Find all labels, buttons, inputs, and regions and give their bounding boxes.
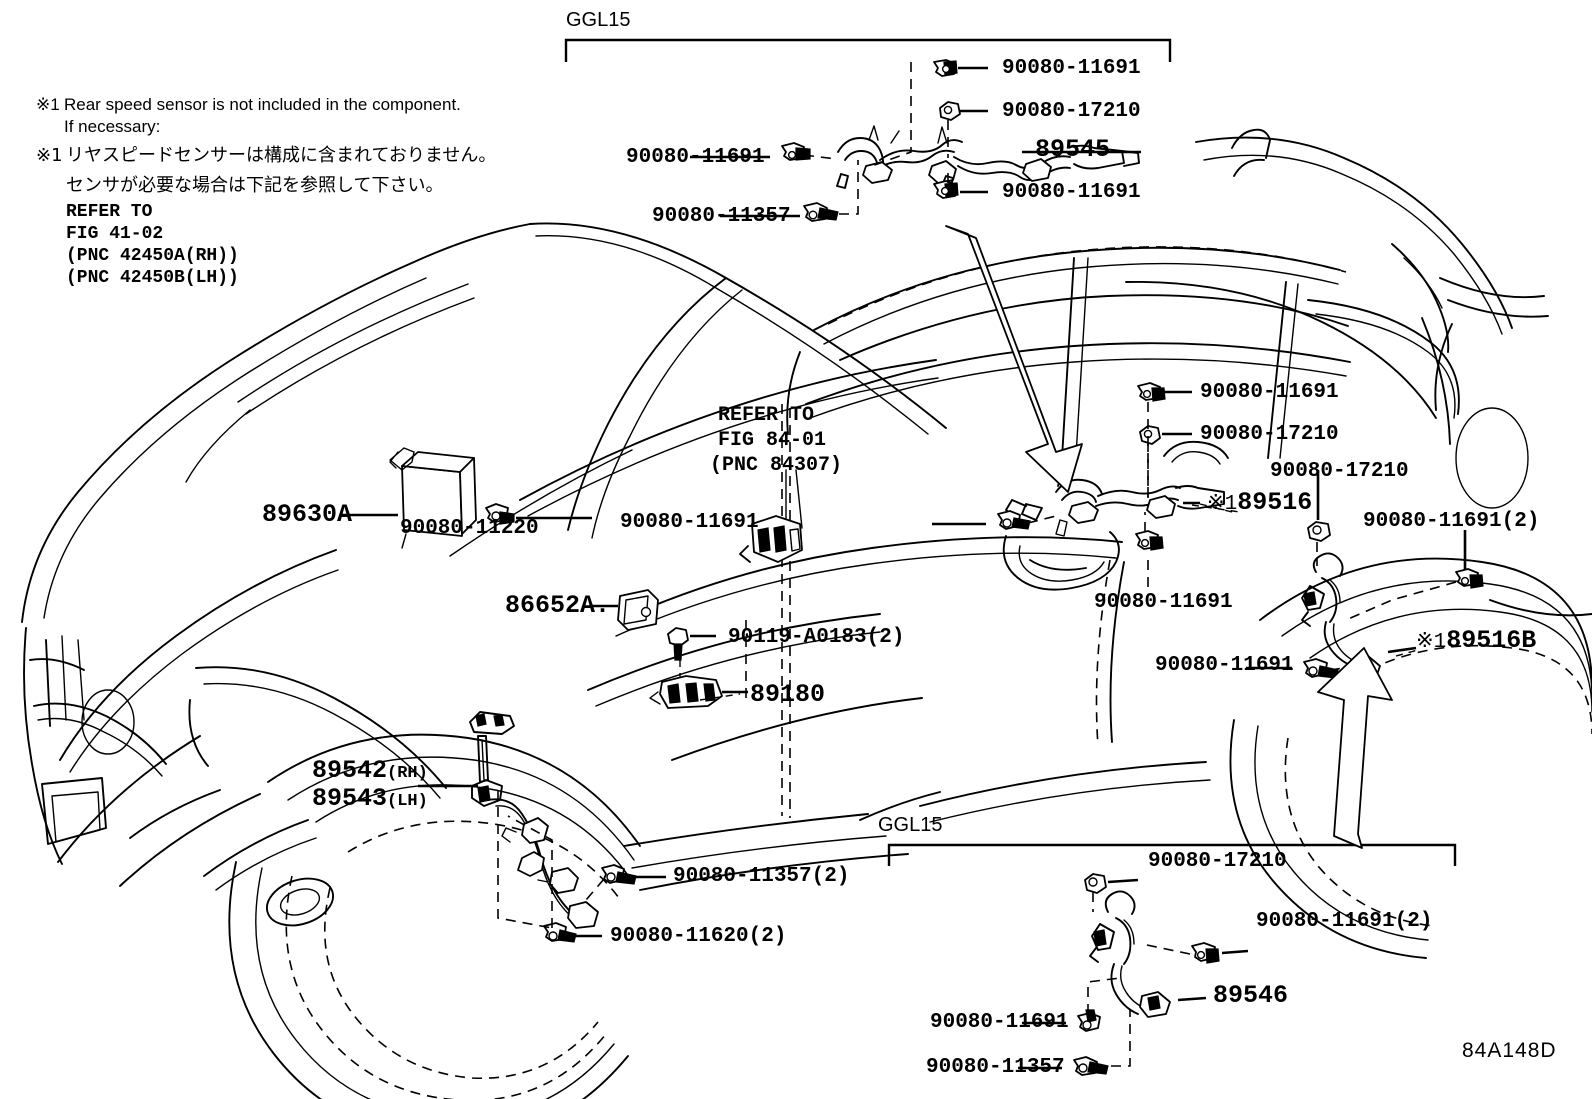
part-89543-lh-suffix: (LH) (387, 792, 428, 811)
fastener-mid-11691-left (997, 510, 1031, 530)
part-90119-a0183: 90119-A0183(2) (728, 626, 905, 649)
fastener-90119-a0183 (667, 627, 689, 661)
diagram-code: 84A148D (1462, 1039, 1557, 1062)
part-89180: 89180 (750, 680, 826, 709)
fastener-top-17210 (939, 101, 961, 121)
fastener-top-11691-a (933, 59, 958, 77)
part-90080-11691-mid3: 90080-11691 (1155, 654, 1294, 677)
part-90080-11691-mid1: 90080-11691 (1200, 381, 1339, 404)
fastener-mid-11691-a (1137, 382, 1166, 402)
part-90080-11357-2: 90080-11357(2) (673, 865, 850, 888)
part-86652a: 86652A. (505, 591, 611, 620)
part-89542-rh-suffix: (RH) (387, 764, 428, 783)
fastener-90080-11220 (485, 503, 515, 525)
part-90080-11620-2: 90080-11620(2) (610, 925, 787, 948)
fastener-top-11691-left (781, 142, 811, 161)
fastener-90080-11357-2 (601, 864, 637, 885)
part-89516-row: ※189516 (1207, 488, 1313, 517)
note-refer-line1: REFER TO (66, 202, 153, 222)
fastener-mid-11691-b (1135, 530, 1164, 551)
fastener-90080-11620-2 (543, 922, 577, 943)
fastener-mid-11691-2 (1455, 568, 1484, 589)
part-89543-lh: 89543 (312, 784, 388, 813)
part-body-84307-connector (739, 515, 803, 563)
note-jp-marker: ※1 (36, 145, 63, 166)
note-jp-line2: センサが必要な場合は下記を参照して下さい。 (66, 175, 444, 196)
part-body-89542-89543 (469, 711, 599, 929)
fastener-mid-17210-b (1307, 521, 1331, 542)
part-89630a: 89630A (262, 500, 353, 529)
part-89543-lh-row: 89543(LH) (312, 784, 428, 813)
note-en-line1: Rear speed sensor is not included in the… (64, 95, 461, 114)
part-90080-17210-mid2: 90080-17210 (1270, 460, 1409, 483)
fastener-bot-11691 (1077, 1009, 1101, 1032)
leader-lines-mid (932, 390, 1467, 671)
part-90080-17210-bot: 90080-17210 (1148, 850, 1287, 873)
part-89516: 89516 (1237, 488, 1313, 517)
fastener-top-11357 (803, 202, 839, 222)
footnote-marker-89516: ※1 (1207, 493, 1238, 516)
part-89516b-row: ※189516B (1416, 626, 1537, 655)
part-90080-11357-top: 90080-11357 (652, 205, 791, 228)
part-body-89630a (389, 447, 477, 549)
note-refer-line4: (PNC 42450B(LH)) (66, 268, 239, 288)
part-90080-11691-bot: 90080-11691 (930, 1011, 1069, 1034)
note-en-line2: If necessary: (64, 117, 161, 136)
part-90080-11220: 90080-11220 (400, 517, 539, 540)
refer-84-01-line2: FIG 84-01 (718, 429, 827, 452)
part-body-89180 (649, 675, 723, 709)
part-89516b: 89516B (1446, 626, 1537, 655)
harness-89545 (836, 125, 1140, 191)
fastener-mid-11691-c (1303, 658, 1339, 679)
part-90080-11691-mid2: 90080-11691 (1094, 591, 1233, 614)
part-90080-11357-bot: 90080-11357 (926, 1056, 1065, 1079)
fastener-bot-17210 (1084, 873, 1107, 894)
part-90080-17210-top: 90080-17210 (1002, 100, 1141, 123)
leader-lines-bottom (1018, 878, 1249, 1070)
refer-84-01-line3: (PNC 84307) (710, 454, 843, 477)
part-90080-11691-2-bot: 90080-11691(2) (1256, 910, 1433, 933)
part-body-89546 (1089, 890, 1171, 1018)
part-90080-11691-mid-left: 90080-11691 (620, 511, 759, 534)
refer-84-01-line1: REFER TO (718, 404, 815, 427)
leader-lines-top (690, 62, 1141, 218)
bracket-ggl15-top (564, 38, 1172, 62)
group-label-ggl15-top: GGL15 (566, 9, 631, 31)
footnote-marker-89516b: ※1 (1416, 631, 1447, 654)
part-90080-17210-mid1: 90080-17210 (1200, 423, 1339, 446)
callout-arrow-up (1317, 647, 1393, 849)
group-label-ggl15-bottom: GGL15 (878, 814, 943, 836)
fastener-bot-11357 (1073, 1056, 1109, 1076)
part-89542-rh: 89542 (312, 756, 388, 785)
fastener-top-11691-b (933, 180, 959, 199)
part-89546: 89546 (1213, 981, 1289, 1010)
fastener-bot-11691-2 (1191, 942, 1220, 964)
vehicle-outline (21, 128, 1592, 1099)
part-90080-11691-top-left: 90080-11691 (626, 146, 765, 169)
note-en-marker: ※1 (36, 95, 60, 114)
note-refer-line3: (PNC 42450A(RH)) (66, 246, 239, 266)
part-89545: 89545 (1035, 135, 1111, 164)
note-refer-line2: FIG 41-02 (66, 224, 164, 244)
fastener-mid-17210-a (1139, 425, 1161, 445)
part-90080-11691-top2: 90080-11691 (1002, 181, 1141, 204)
note-jp-line1: リヤスピードセンサーは構成に含まれておりません。 (66, 145, 497, 166)
part-90080-11691-top1: 90080-11691 (1002, 57, 1141, 80)
callout-arrow-down (945, 225, 1083, 493)
part-89542-rh-row: 89542(RH) (312, 756, 428, 785)
part-body-86652a (617, 589, 659, 631)
part-90080-11691-2-right: 90080-11691(2) (1363, 510, 1540, 533)
